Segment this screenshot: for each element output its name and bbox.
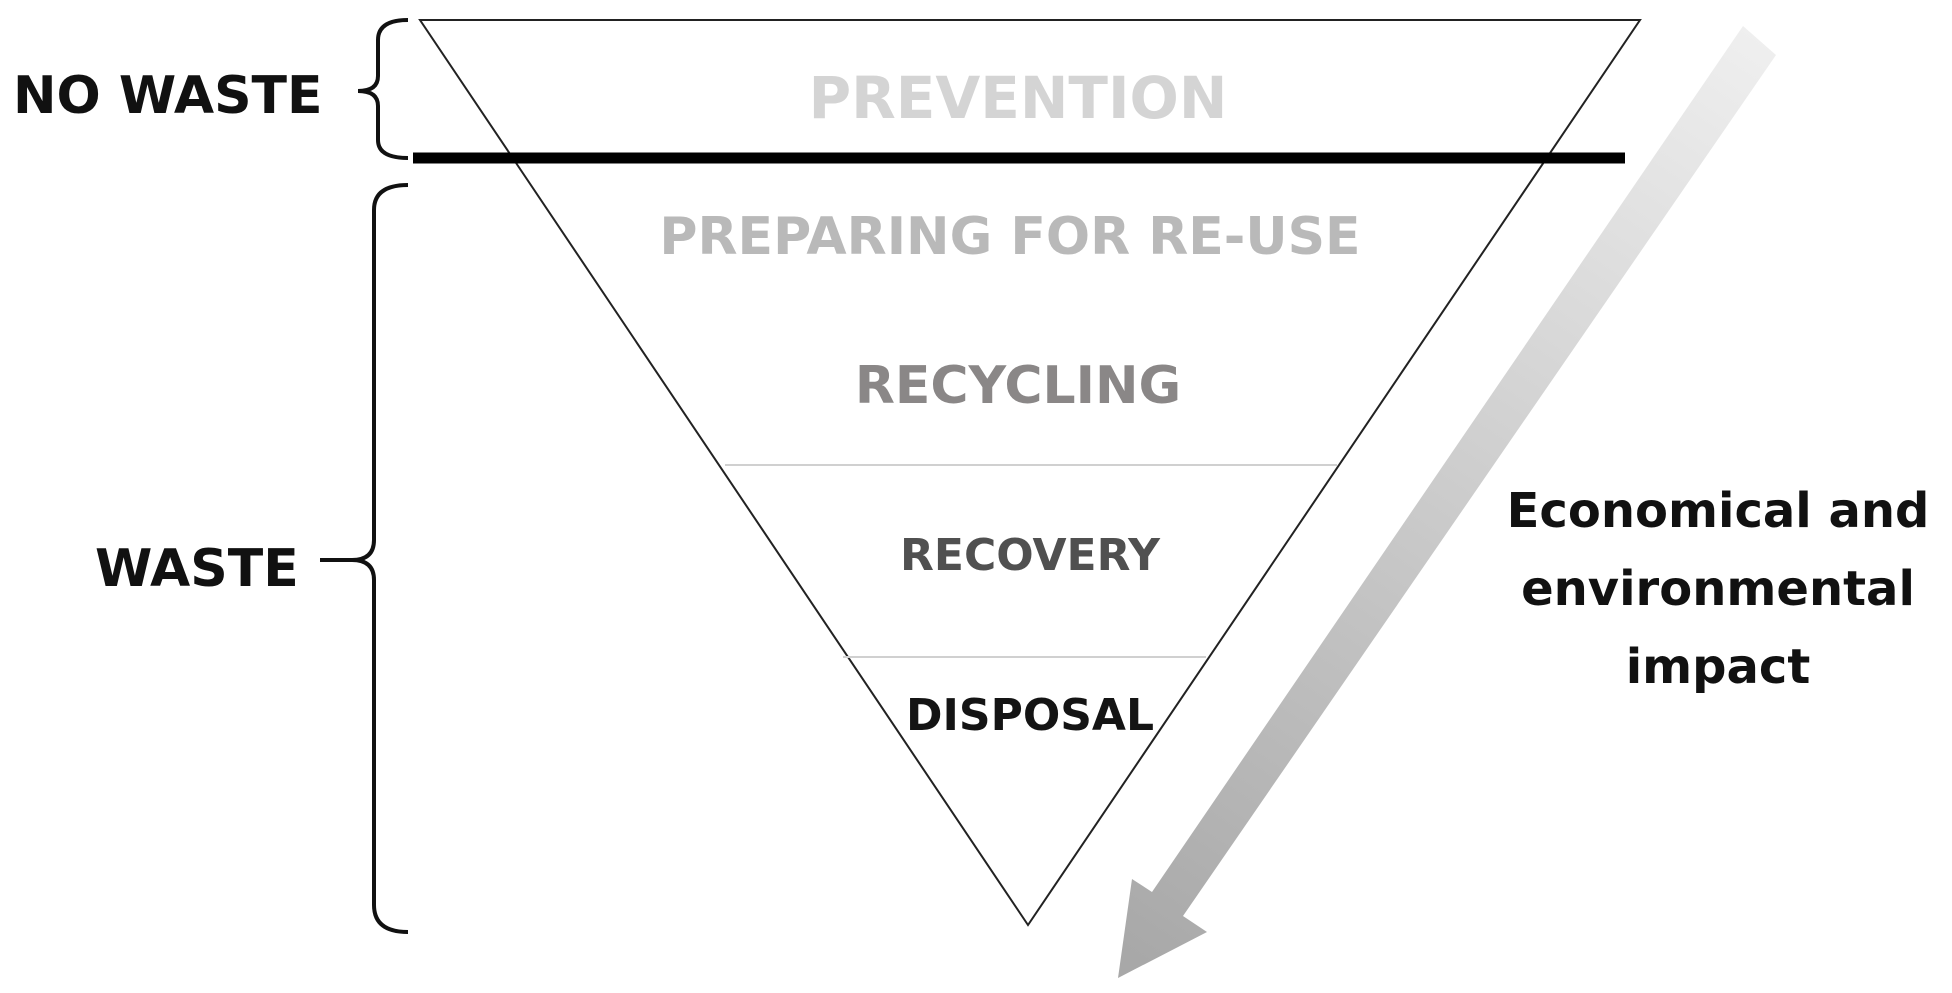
tier-recycling: RECYCLING — [855, 356, 1181, 416]
waste-label: WASTE — [95, 539, 299, 599]
hierarchy-triangle — [418, 19, 1642, 927]
no-waste-brace — [357, 18, 409, 160]
impact-caption-line3: impact — [1626, 639, 1811, 695]
tier-disposal: DISPOSAL — [906, 690, 1154, 741]
tier-preparing-for-reuse: PREPARING FOR RE-USE — [659, 207, 1360, 267]
waste-brace — [351, 183, 409, 934]
no-waste-label: NO WASTE — [13, 66, 323, 126]
tier-prevention: PREVENTION — [809, 64, 1228, 132]
tier-recovery: RECOVERY — [900, 530, 1161, 581]
impact-arrow — [1118, 26, 1776, 978]
impact-caption-line1: Economical and — [1507, 483, 1930, 539]
impact-caption-line2: environmental — [1521, 561, 1915, 617]
